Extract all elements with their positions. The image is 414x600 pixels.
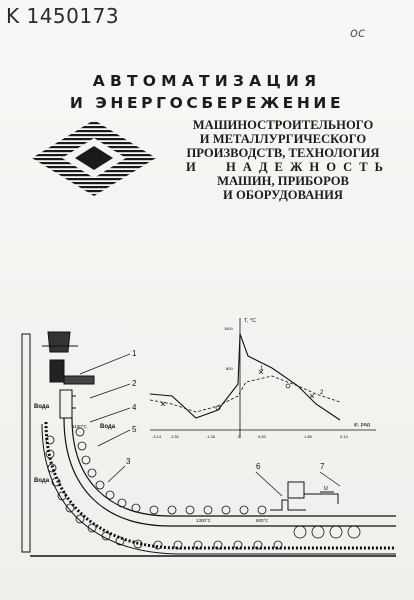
- subtitle-line-6: И ОБОРУДОВАНИЯ: [223, 188, 343, 202]
- temp-label-1300: 1300°C: [196, 518, 212, 523]
- striped-diamond-logo: [32, 120, 156, 196]
- callout-7: 7: [320, 462, 325, 471]
- strand-inner: [71, 417, 396, 517]
- curve-label-2: 2: [320, 390, 324, 396]
- y-tick-1600: 1600: [224, 326, 234, 331]
- graph-y-label: T, °C: [244, 318, 256, 324]
- callout-numbers: 1 2 4 5 3 6 7: [126, 349, 325, 471]
- subtitle-line-5: МАШИН, ПРИБОРОВ: [217, 174, 349, 188]
- callout-5: 5: [132, 425, 137, 434]
- subtitle-line-4-word-2: НАДЕЖНОСТЬ: [226, 160, 390, 174]
- callout-4: 4: [132, 403, 137, 412]
- left-frame-wall: [21, 333, 31, 553]
- temp-label-800: 800°C: [256, 518, 269, 523]
- subtitle-line-3: ПРОИЗВОДСТВ, ТЕХНОЛОГИЯ: [186, 146, 380, 160]
- handwritten-catalog-number: K 1450173: [6, 4, 120, 28]
- curve-label-1: 1: [260, 366, 264, 372]
- subtitle-line-2: И МЕТАЛЛУРГИЧЕСКОГО: [199, 132, 367, 146]
- strand-outer: [63, 417, 396, 527]
- y-tick-800: 800: [226, 366, 233, 371]
- arrow-label-v: υ: [324, 485, 328, 492]
- casting-machine-figure: 1 2 4 5 3 6 7 Вода Вода Вода 1100°C 1300…: [21, 318, 396, 557]
- temp-label-1100: 1100°C: [72, 424, 87, 429]
- x-tick-neg-1.26: -1.26: [206, 434, 216, 439]
- callout-2: 2: [132, 379, 137, 388]
- measured-points: [160, 369, 315, 411]
- support-rollers: [45, 427, 361, 550]
- callout-1: 1: [132, 349, 137, 358]
- tundish-shape: [49, 359, 65, 383]
- handwritten-mark: ос: [350, 26, 366, 41]
- x-tick-neg-2.51: -2.51: [170, 434, 180, 439]
- ladle-shape: [47, 331, 71, 353]
- temperature-graph: [149, 318, 376, 438]
- subtitle-line-4-word-1: И: [186, 160, 196, 174]
- mould-shape: [59, 389, 73, 419]
- x-tick-1.88: 1.88: [304, 434, 313, 439]
- callout-6: 6: [256, 462, 261, 471]
- water-label-3: Вода: [34, 478, 50, 484]
- callout-3: 3: [126, 457, 131, 466]
- x-tick-0: 0: [238, 434, 241, 439]
- water-label-1: Вода: [34, 404, 50, 410]
- subtitle-line-1: МАШИНОСТРОИТЕЛЬНОГО: [192, 118, 374, 132]
- title-line-2: И ЭНЕРГОСБЕРЕЖЕНИЕ: [69, 94, 345, 112]
- x-tick-neg-3.14: -3.14: [152, 434, 162, 439]
- title-line-1: АВТОМАТИЗАЦИЯ: [92, 72, 322, 90]
- x-tick-0.63: 0.63: [258, 434, 267, 439]
- water-label-2: Вода: [100, 424, 116, 430]
- graph-x-label: φ, рад: [354, 422, 371, 428]
- curve-2: [149, 375, 341, 413]
- x-tick-3.14: 3.14: [340, 434, 349, 439]
- curve-1: [149, 333, 341, 421]
